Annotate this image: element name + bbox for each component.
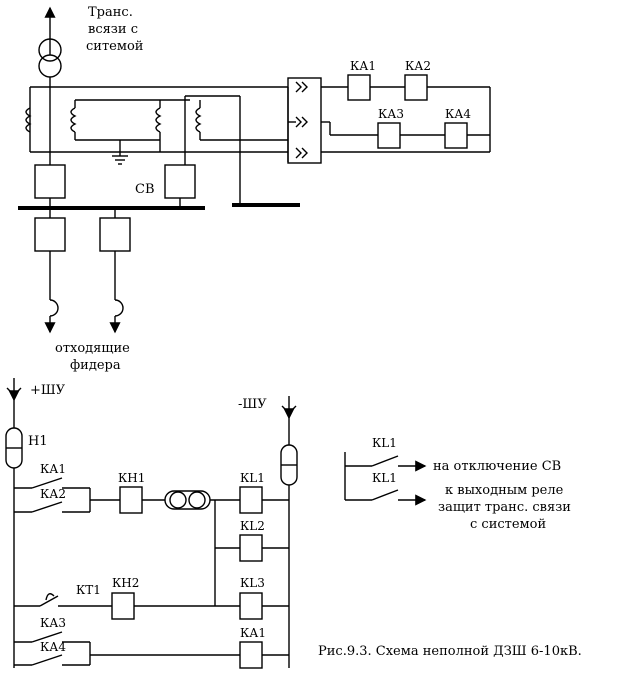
breaker-sv xyxy=(164,164,196,199)
label-out-kl1-b: КL1 xyxy=(372,471,397,485)
out-contact-kl1-a xyxy=(371,455,399,467)
out-text-2a: к выходным реле xyxy=(445,483,564,498)
label-ka3: КА3 xyxy=(378,107,404,121)
label-trans-1: Транс. xyxy=(88,5,133,20)
label-c-ka4: КА4 xyxy=(40,640,66,654)
out-text-2c: с системой xyxy=(470,517,546,532)
relay-ka4 xyxy=(444,122,468,149)
relay-ka2 xyxy=(404,74,428,101)
label-kl2: КL2 xyxy=(240,519,265,533)
contact-ka3 xyxy=(31,631,63,643)
figure-caption: Рис.9.3. Схема неполной ДЗШ 6-10кВ. xyxy=(318,644,582,659)
ct-coil-2 xyxy=(70,107,77,133)
label-minus-shu: -ШУ xyxy=(238,397,267,412)
ct-coil-4 xyxy=(195,107,202,133)
label-out-kl1-a: КL1 xyxy=(372,436,397,450)
relay-kh2 xyxy=(111,592,135,620)
relay-ka3 xyxy=(377,122,401,149)
label-sv: СВ xyxy=(135,182,155,197)
label-plus-shu: +ШУ xyxy=(30,383,66,398)
label-ka2: КА2 xyxy=(405,59,431,73)
breaker-feeder-2 xyxy=(99,217,131,252)
label-trans-2: всязи с xyxy=(88,22,138,37)
label-kh2: КН2 xyxy=(112,576,139,590)
label-h1: Н1 xyxy=(28,434,48,449)
relay-kh1 xyxy=(119,486,143,514)
out-contact-kl1-b xyxy=(371,489,399,501)
label-ka1-bottom: КА1 xyxy=(240,626,266,640)
out-text-2b: защит транс. связи xyxy=(438,500,571,515)
label-ka4: КА4 xyxy=(445,107,471,121)
ct-coil-1 xyxy=(25,107,32,133)
label-ka1: КА1 xyxy=(350,59,376,73)
breaker-feeder-1 xyxy=(34,217,66,252)
test-block xyxy=(287,77,322,164)
relay-kl1 xyxy=(239,486,263,514)
label-kt1: КТ1 xyxy=(76,583,101,597)
relay-kl3 xyxy=(239,592,263,620)
contact-ka1 xyxy=(31,477,63,489)
contact-ka4 xyxy=(31,654,63,666)
label-trans-3: ситемой xyxy=(86,39,143,54)
label-c-ka1: КА1 xyxy=(40,462,66,476)
relay-ka1-bottom xyxy=(239,641,263,669)
label-feeders-1: отходящие xyxy=(55,341,130,356)
out-text-1: на отключение СВ xyxy=(433,459,561,474)
label-kl3: КL3 xyxy=(240,576,265,590)
label-c-ka2: КА2 xyxy=(40,487,66,501)
label-feeders-2: фидера xyxy=(70,358,121,373)
label-c-ka3: КА3 xyxy=(40,616,66,630)
cable-end-1 xyxy=(49,299,59,317)
breaker-transformer xyxy=(34,164,66,199)
relay-kl2 xyxy=(239,534,263,562)
ct-coil-3 xyxy=(155,107,162,133)
label-kh1: КН1 xyxy=(118,471,145,485)
chevrons xyxy=(295,81,308,159)
ground-symbol xyxy=(112,140,128,165)
relay-ka1 xyxy=(347,74,371,101)
contact-kt1 xyxy=(39,593,59,607)
contact-ka2 xyxy=(31,501,63,513)
indicator-lamp xyxy=(164,490,211,510)
cable-end-2 xyxy=(114,299,124,317)
label-kl1: КL1 xyxy=(240,471,265,485)
